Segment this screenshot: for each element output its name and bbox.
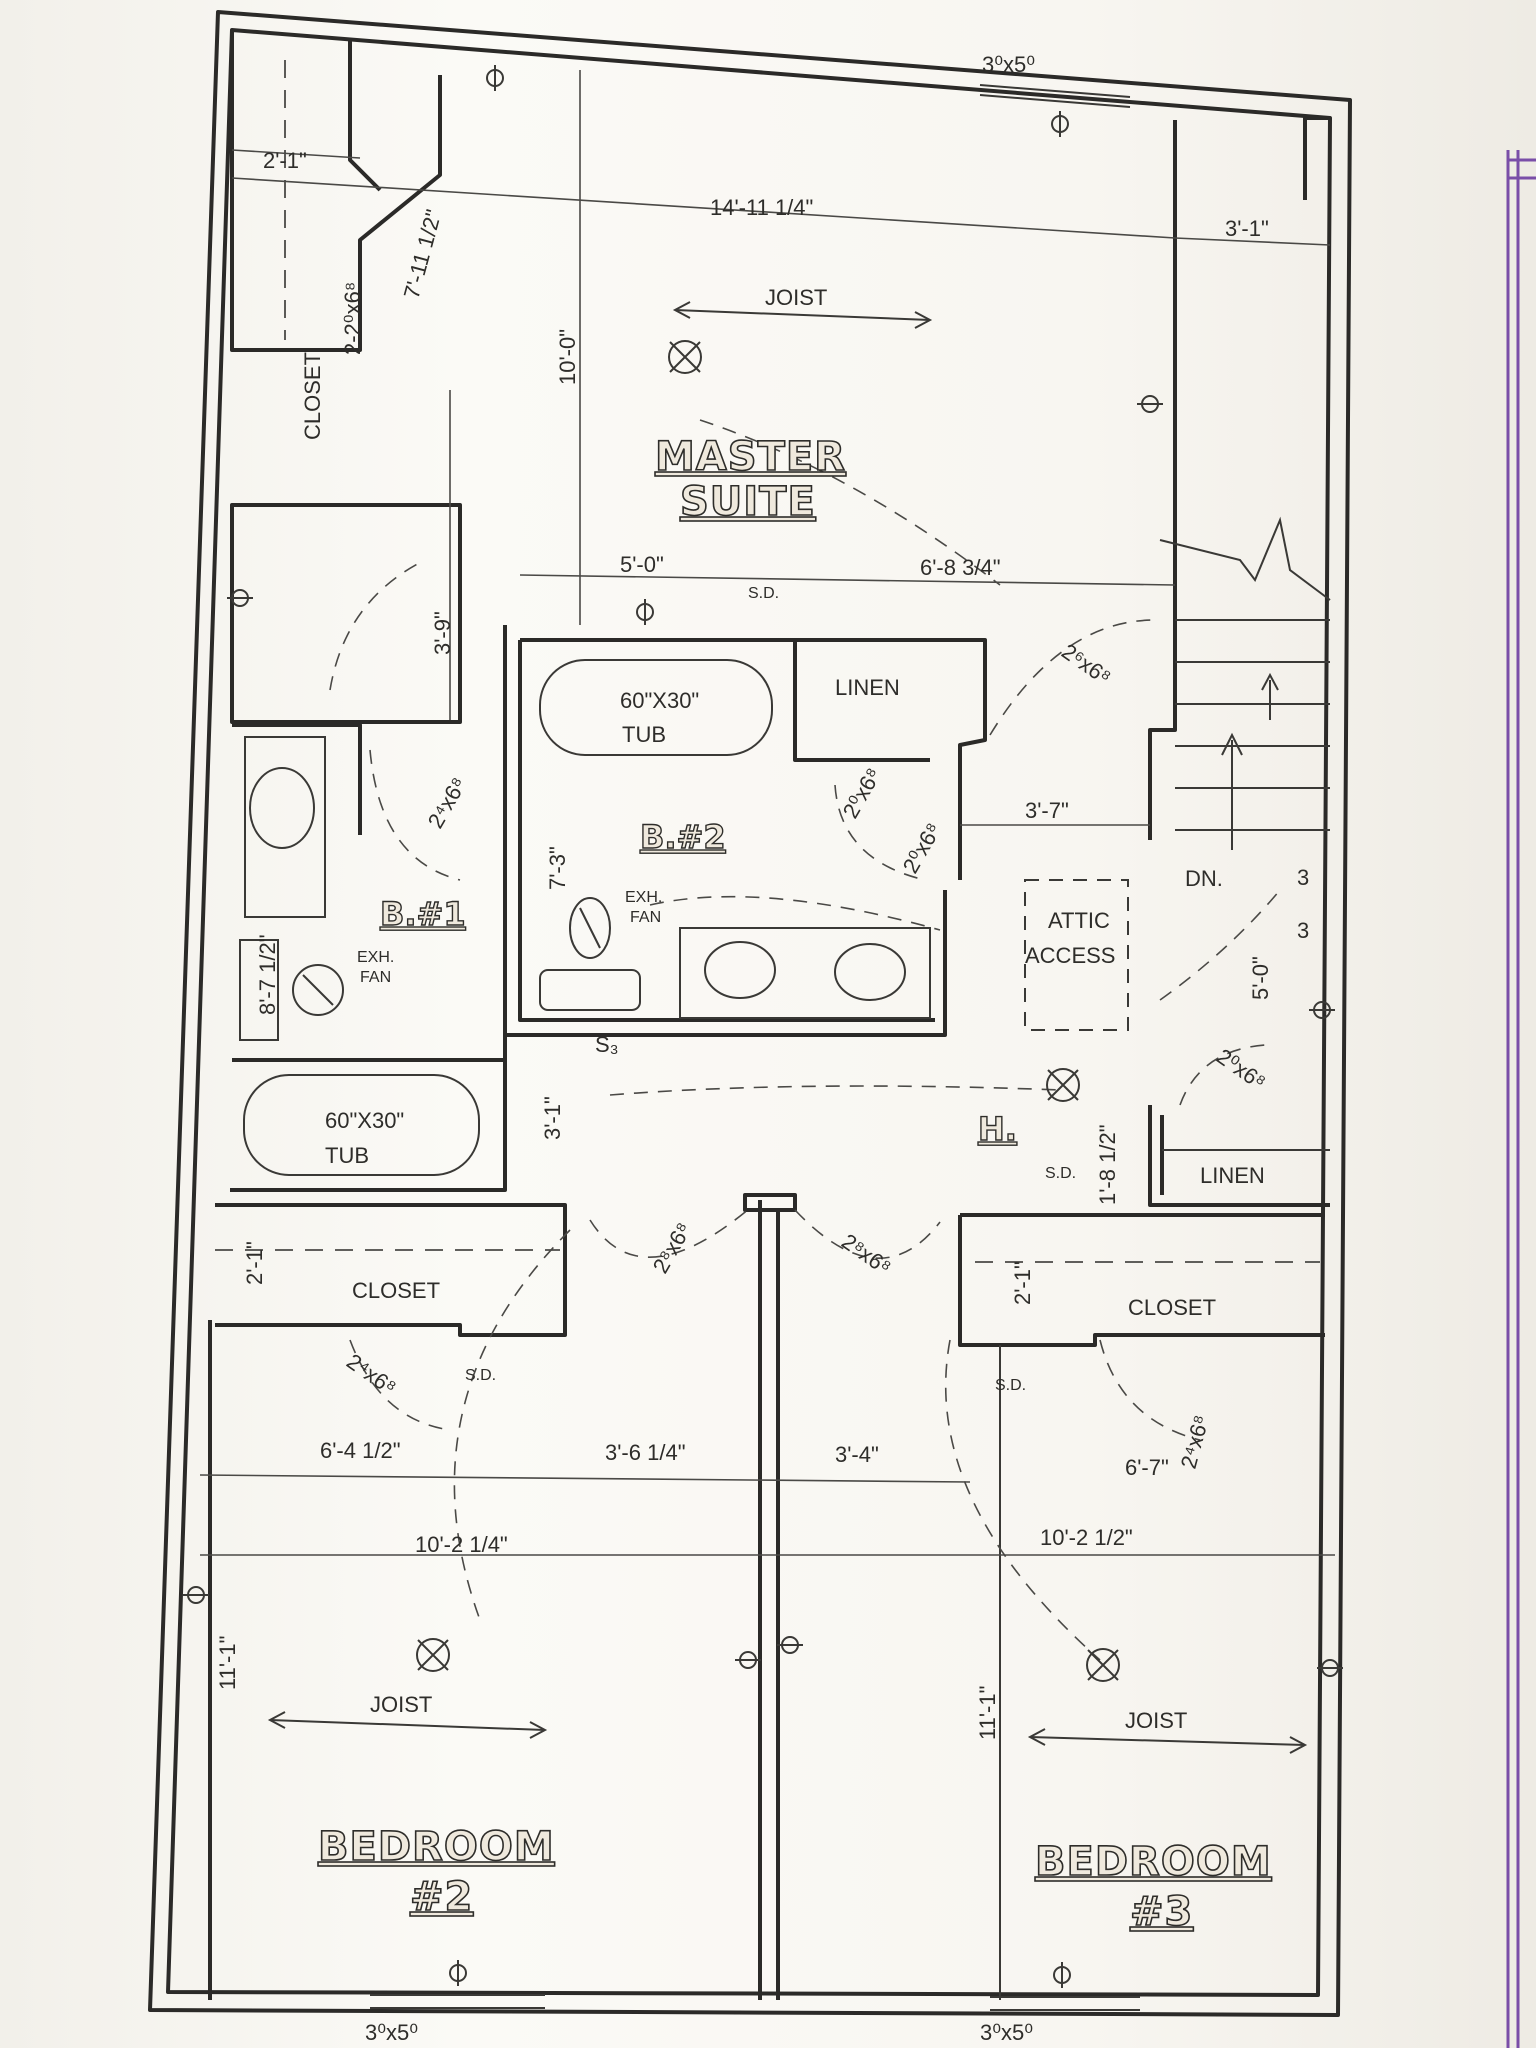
- dim-bed2-closet-depth: 2'-1": [242, 1241, 267, 1285]
- smoke-detector-hall: S.D.: [1045, 1165, 1076, 1182]
- window-top: [979, 84, 1131, 108]
- bath-2-walls: [503, 625, 987, 1037]
- door-size-hall-linen: 2⁰x6⁸: [1212, 1044, 1270, 1095]
- switch-label-hall: S₃: [595, 1032, 619, 1057]
- door-size-bed2-closet: 2⁴x6⁸: [342, 1349, 401, 1401]
- attic-label-2: ACCESS: [1025, 943, 1115, 968]
- dim-bed3-width: 10'-2 1/2": [1040, 1525, 1133, 1550]
- dim-landing: 3'-7": [1025, 798, 1069, 823]
- room-label-bedroom-2: BEDROOM: [318, 1824, 555, 1870]
- door-swings: [329, 419, 1266, 1441]
- switch-label-stair-1: 3: [1297, 865, 1309, 890]
- exh-fan-b2-2: FAN: [630, 909, 661, 926]
- adjacent-sheet-edge: [1506, 150, 1536, 2048]
- smoke-detector-bed3: S.D.: [995, 1377, 1026, 1394]
- dim-bed2-depth: 11'-1": [215, 1636, 240, 1690]
- dimension-lines: [199, 70, 1335, 1556]
- dim-hall-b: 3'-4": [835, 1442, 879, 1467]
- dim-bed3-closet-depth: 2'-1": [1010, 1261, 1035, 1305]
- tub-label-b1: 60"X30": [325, 1108, 404, 1133]
- ceiling-light-bedroom-2: [416, 1638, 450, 1672]
- dim-stair-width: 3'-1": [1225, 216, 1269, 241]
- room-label-b1: B.#1: [380, 895, 466, 933]
- ceiling-light-master: [668, 340, 702, 374]
- dim-hall-length: 5'-0": [1248, 956, 1273, 1000]
- attic-label-1: ATTIC: [1048, 908, 1110, 933]
- dim-bed2-closet: 6'-4 1/2": [320, 1438, 401, 1463]
- closet-label-master: CLOSET: [300, 352, 325, 440]
- joist-label-master: JOIST: [765, 285, 827, 310]
- dim-b1-depth: 3'-9": [430, 611, 455, 655]
- door-size-linen: 2⁰x6⁸: [838, 764, 886, 823]
- bath-1-walls: [230, 503, 507, 1192]
- dim-closet-depth: 2'-1": [263, 148, 307, 173]
- door-size-master-closet: 2-2⁰x6⁸: [340, 282, 365, 355]
- room-label-hall: H.: [978, 1110, 1017, 1148]
- dim-closet-length: 7'-11 1/2": [399, 207, 447, 301]
- room-label-bedroom-3-num: #3: [1130, 1889, 1193, 1935]
- exh-fan-b1: EXH.: [357, 949, 394, 966]
- dim-linen-depth: 1'-8 1/2": [1095, 1124, 1120, 1205]
- wiring-lines: [453, 889, 1281, 1661]
- labels: 3⁰x5⁰ 14'-11 1/4" 3'-1" 2'-1" JOIST 5'-0…: [215, 52, 1309, 2045]
- joist-arrows: [267, 301, 1308, 1754]
- linen-label-b2: LINEN: [835, 675, 900, 700]
- dim-bed3-depth: 11'-1": [975, 1686, 1000, 1740]
- dim-bed3-closet: 6'-7": [1125, 1455, 1169, 1480]
- ceiling-light-hall: [1046, 1068, 1080, 1102]
- outlet-symbols: [183, 65, 1343, 1988]
- window-size-top: 3⁰x5⁰: [982, 52, 1035, 77]
- dim-bed2-width: 10'-2 1/4": [415, 1532, 508, 1557]
- window-bottom-right: [990, 1996, 1140, 2011]
- stair-walls: [1148, 116, 1331, 850]
- door-size-b1: 2⁴x6⁸: [423, 773, 472, 832]
- door-size-bed3: 2⁸x6⁸: [837, 1229, 896, 1280]
- dn-label: DN.: [1185, 866, 1223, 891]
- door-size-master: 2⁶x6⁸: [1057, 639, 1115, 690]
- bedroom-closet-walls: [208, 1203, 1325, 2000]
- linen-label-hall: LINEN: [1200, 1163, 1265, 1188]
- master-closet-walls: [230, 30, 442, 352]
- door-size-bed2: 2⁸x6⁸: [648, 1218, 697, 1277]
- window-size-bed2: 3⁰x5⁰: [365, 2020, 418, 2045]
- room-label-b2: B.#2: [640, 818, 726, 856]
- window-size-bed3: 3⁰x5⁰: [980, 2020, 1033, 2045]
- joist-label-bed3: JOIST: [1125, 1708, 1187, 1733]
- dim-b1-vanity: 8'-7 1/2": [255, 934, 280, 1015]
- exh-fan-b1-2: FAN: [360, 969, 391, 986]
- room-label-master: MASTER: [655, 434, 846, 480]
- tub-label-b2: 60"X30": [620, 688, 699, 713]
- switch-label-stair-2: 3: [1297, 918, 1309, 943]
- dim-hall-depth: 3'-1": [540, 1096, 565, 1140]
- exterior-walls: [148, 10, 1352, 2017]
- exh-fan-b2: EXH.: [625, 889, 662, 906]
- closet-label-bed2: CLOSET: [352, 1278, 440, 1303]
- joist-label-bed2: JOIST: [370, 1692, 432, 1717]
- window-bottom-left: [370, 1994, 545, 2009]
- ceiling-light-bedroom-3: [1086, 1648, 1120, 1682]
- smoke-detector-master: S.D.: [748, 585, 779, 602]
- tub-word-b1: TUB: [325, 1143, 369, 1168]
- room-label-master-2: SUITE: [680, 479, 816, 525]
- tub-word-b2: TUB: [622, 722, 666, 747]
- door-size-b2: 2⁰x6⁸: [898, 819, 946, 878]
- dim-bath-width: 5'-0": [620, 552, 664, 577]
- room-label-bedroom-2-num: #2: [410, 1874, 473, 1920]
- dim-master-depth: 10'-0": [555, 329, 580, 385]
- door-size-bed3-closet: 2⁴x6⁸: [1176, 1412, 1214, 1471]
- closet-label-bed3: CLOSET: [1128, 1295, 1216, 1320]
- room-label-bedroom-3: BEDROOM: [1035, 1839, 1272, 1885]
- dim-hall-a: 3'-6 1/4": [605, 1440, 686, 1465]
- dim-b2-depth: 7'-3": [545, 846, 570, 890]
- smoke-detector-bed2: S.D.: [465, 1367, 496, 1384]
- dim-master-width: 14'-11 1/4": [710, 195, 813, 220]
- hall-linen-walls: [1024, 879, 1330, 1207]
- dim-hall-width: 6'-8 3/4": [920, 555, 1001, 580]
